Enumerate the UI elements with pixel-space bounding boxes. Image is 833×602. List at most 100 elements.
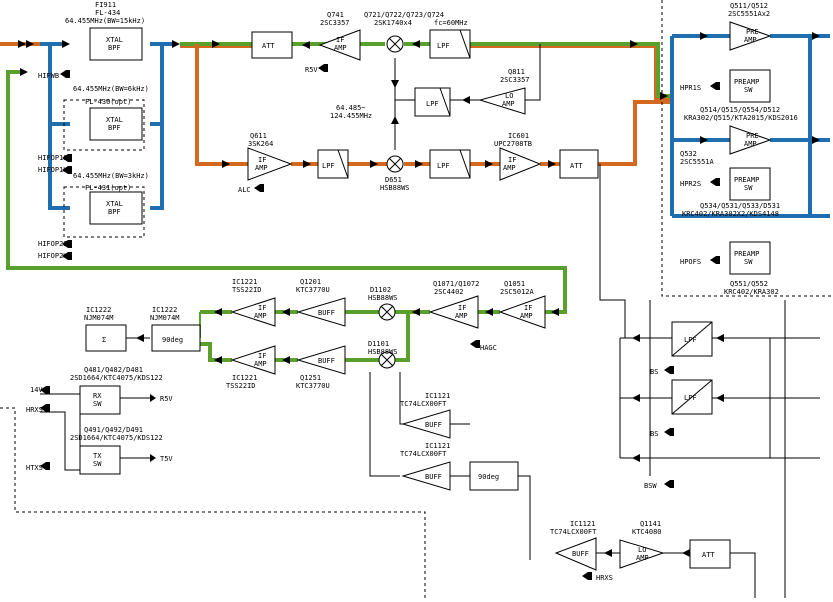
psw3-sw-text: SW	[744, 258, 753, 266]
tx-sw-text: SW	[93, 460, 102, 468]
q1201-l1: KTC3770U	[296, 286, 330, 294]
freq-l0: 64.485~	[336, 104, 366, 112]
psw2-text: PREAMP	[734, 176, 759, 184]
lpf-r1-text: LPF	[684, 336, 697, 344]
amplifiers	[230, 21, 772, 571]
ic1121a-l1: TC74LCX00FT	[400, 400, 447, 408]
lpf-mid1-text: LPF	[322, 162, 335, 170]
rx-sw-text: SW	[93, 400, 102, 408]
deg90-text: 90deg	[162, 336, 183, 344]
amp-q1141	[619, 539, 665, 569]
amp-ic1221a	[230, 297, 276, 327]
filter-slashes	[337, 29, 713, 415]
q551-l1: KRC402/KRA302	[724, 288, 779, 296]
amp-q1201	[296, 297, 346, 327]
f3-freq: 64.455MHz(BW=3kHz)	[73, 172, 149, 180]
rx-sw	[79, 385, 121, 415]
sig-r5v: R5V	[305, 66, 318, 74]
tx-sw	[79, 445, 121, 475]
sum-block	[85, 324, 127, 352]
q741-l0: Q741	[327, 11, 344, 19]
q1071-l1: 2SC4402	[434, 288, 464, 296]
bpf2-name2: BPF	[108, 124, 121, 132]
lo-q811: LO	[505, 92, 513, 100]
block-text: ATT LPF LPF LPF LPF ATT Σ 90deg RX SW TX…	[93, 28, 759, 562]
lpf-mid-2	[429, 149, 471, 179]
fi911-part: FL-434	[95, 9, 120, 17]
xtal-bpf-3	[89, 191, 143, 225]
pre2-text: PRE	[746, 132, 759, 140]
sig-alc: ALC	[238, 186, 251, 194]
q1201-l0: Q1201	[300, 278, 321, 286]
component-labels: Q741 2SC3357 Q721/Q722/Q723/Q724 2SK1740…	[70, 2, 798, 536]
q481-l1: 2SD1664/KTC4075/KDS122	[70, 374, 163, 382]
amp-ic601	[499, 147, 542, 181]
ic601-l0: IC601	[508, 132, 529, 140]
pre1-text: PRE	[746, 28, 759, 36]
ic1221a-l0: IC1221	[232, 278, 257, 286]
buff-q1201-text: BUFF	[318, 309, 335, 317]
q1141-l1: KTC4080	[632, 528, 662, 536]
arrows	[18, 32, 820, 557]
main-path	[6, 42, 672, 362]
rx-text: RX	[93, 392, 102, 400]
psw1-text: PREAMP	[734, 78, 759, 86]
if-q1071: IF	[458, 304, 466, 312]
fi911-freq: 64.455MHz(BW=15kHz)	[65, 17, 145, 25]
ic1121c-l0: IC1121	[570, 520, 595, 528]
bpf3-name1: XTAL	[106, 200, 123, 208]
buff-2	[401, 461, 451, 491]
amp-ic601-text: AMP	[503, 164, 516, 172]
ic1221b-l0: IC1221	[232, 374, 257, 382]
ic1222b-l0: IC1222	[152, 306, 177, 314]
q1251-l1: KTC3770U	[296, 382, 330, 390]
q532-l0: Q532	[680, 150, 697, 158]
buff-2-text: BUFF	[425, 473, 442, 481]
sig-hpr2s: HPR2S	[680, 180, 701, 188]
f3-part: FL-431(opt)	[85, 184, 131, 192]
amp-q811-text: AMP	[502, 100, 515, 108]
att1-text: ATT	[262, 42, 275, 50]
lpf-lo-text: LPF	[426, 100, 439, 108]
amp-q1071	[428, 295, 479, 329]
amp-ic1221b	[230, 345, 276, 375]
signal-labels: HIFWB HIFOP1S HIFOP1K HIFOP2S HIFOP2K R5…	[26, 66, 701, 582]
deg90-block	[151, 324, 201, 352]
sig-14v: 14V	[30, 386, 43, 394]
q534-l1: KRC402/KRA302X2/KDS4148	[682, 210, 779, 218]
ic1221a-l1: TSS22ID	[232, 286, 262, 294]
ic1222b-l1: NJM074M	[150, 314, 180, 322]
lpf-lo	[414, 87, 451, 117]
q1071-l0: Q1071/Q1072	[433, 280, 479, 288]
q491-l0: Q491/Q492/D491	[84, 426, 143, 434]
sig-hrxs: HRXS	[26, 406, 43, 414]
q741-l1: 2SC3357	[320, 19, 350, 27]
xtal-bpf-2	[89, 107, 143, 141]
sig-hifop2k: HIFOP2K	[38, 252, 68, 260]
d1102-l1: HSB88WS	[368, 294, 398, 302]
if-q1051: IF	[524, 304, 532, 312]
ic1121b-l1: TC74LCX00FT	[400, 450, 447, 458]
psw3-text: PREAMP	[734, 250, 759, 258]
amp-q611-text: AMP	[255, 164, 268, 172]
buff-1-text: BUFF	[425, 421, 442, 429]
bpf3-name2: BPF	[108, 208, 121, 216]
d1101-l1: HSB88WS	[368, 348, 398, 356]
q1051-l1: 2SC5012A	[500, 288, 535, 296]
sig-bsw: BSW	[644, 482, 657, 490]
q1051-l0: Q1051	[504, 280, 525, 288]
amp-ic1221b-text: AMP	[254, 360, 267, 368]
q811-l1: 2SC3357	[500, 76, 530, 84]
amp-q1051	[498, 295, 546, 329]
pre2-amp-text: AMP	[744, 140, 757, 148]
sig-hagc: HAGC	[480, 344, 497, 352]
psw1-sw-text: SW	[744, 86, 753, 94]
q534-l0: Q534/Q531/Q533/D531	[700, 202, 780, 210]
pre1-amp-text: AMP	[744, 36, 757, 44]
sig-t5v: T5V	[160, 455, 173, 463]
signal-flags	[40, 64, 720, 580]
sig-r5v-2: R5V	[160, 395, 173, 403]
deg90b-block	[469, 461, 519, 491]
buff-3-text: BUFF	[572, 550, 589, 558]
f2-freq: 64.455MHz(BW=6kHz)	[73, 85, 149, 93]
